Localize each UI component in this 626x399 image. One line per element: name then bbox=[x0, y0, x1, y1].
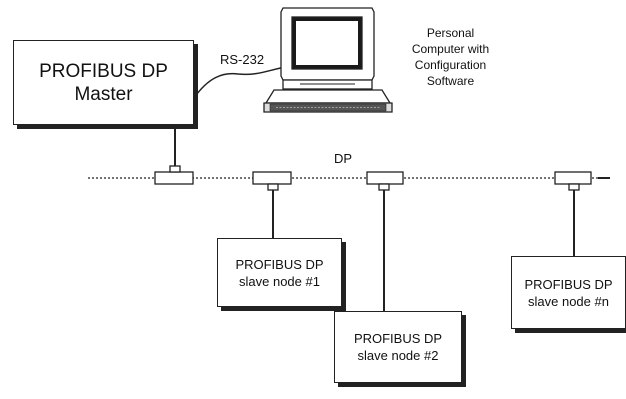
slave-node-1-title: PROFIBUS DP bbox=[235, 256, 324, 272]
rs232-cable bbox=[193, 65, 291, 99]
slave-node-1-label: slave node #1 bbox=[239, 273, 320, 289]
rs232-label: RS-232 bbox=[220, 52, 265, 67]
t-connector-icon bbox=[366, 171, 404, 191]
pc-caption-line: Configuration bbox=[414, 58, 487, 72]
master-title: PROFIBUS DP bbox=[39, 60, 168, 82]
slave-node-n-box: PROFIBUS DP slave node #n bbox=[511, 256, 626, 329]
pc-caption: Personal Computer with Configuration Sof… bbox=[398, 25, 503, 89]
master-subtitle: Master bbox=[74, 83, 133, 105]
pc-caption-line: Personal bbox=[426, 26, 475, 40]
t-connector-icon bbox=[252, 171, 292, 191]
computer-icon bbox=[263, 7, 393, 113]
slave-node-2-box: PROFIBUS DP slave node #2 bbox=[334, 311, 462, 383]
slave-node-n-title: PROFIBUS DP bbox=[524, 276, 613, 292]
slave-node-1-box: PROFIBUS DP slave node #1 bbox=[217, 238, 342, 307]
slave-node-2-label: slave node #2 bbox=[357, 348, 439, 363]
dp-bus-label: DP bbox=[334, 151, 353, 166]
slave-node-n-label: slave node #n bbox=[528, 293, 609, 309]
slave-node-2-title: PROFIBUS DP bbox=[353, 331, 443, 346]
pc-caption-line: Software bbox=[426, 74, 475, 88]
t-connector-icon bbox=[154, 165, 194, 185]
pc-caption-line: Computer with bbox=[411, 42, 490, 56]
profibus-master-box: PROFIBUS DP Master bbox=[13, 40, 194, 125]
t-connector-icon bbox=[554, 171, 592, 191]
